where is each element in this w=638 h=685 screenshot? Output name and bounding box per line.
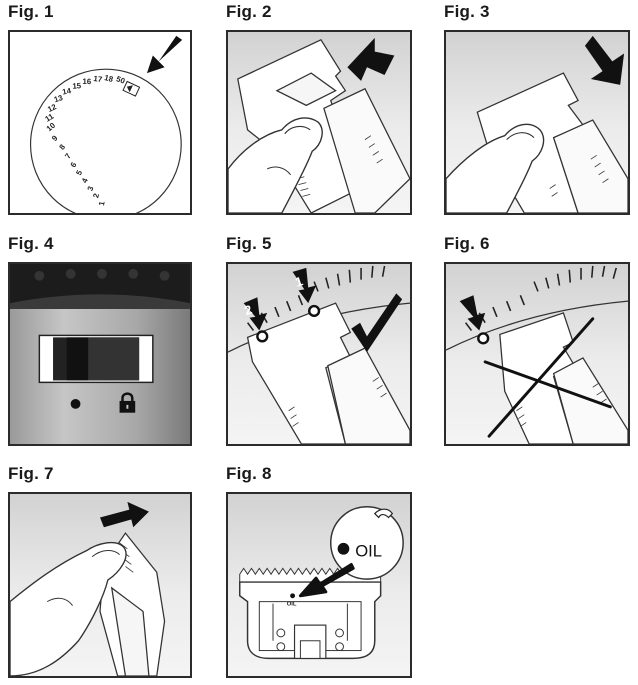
svg-text:13: 13 [53, 93, 65, 104]
arrow-icon [100, 501, 149, 528]
arrow-icon [584, 35, 625, 85]
svg-text:1: 1 [97, 200, 107, 206]
fig-5-caption: Fig. 5 [226, 234, 272, 253]
unlock-dot-icon [70, 399, 81, 409]
cross-icon [483, 317, 612, 438]
dial-tick-marks: 1 2 3 4 5 6 7 8 9 10 11 12 13 14 15 16 1… [43, 73, 126, 206]
clipper-blade [239, 581, 382, 660]
alignment-point-1 [307, 304, 321, 318]
arrow-icon [459, 295, 486, 331]
svg-text:18: 18 [103, 73, 114, 84]
blade-push-illustration [228, 37, 410, 213]
blade-slide-illustration [446, 35, 628, 213]
alignment-point [477, 332, 490, 345]
fig-8-caption: Fig. 8 [226, 464, 272, 483]
oil-bottle-icon [373, 508, 394, 519]
hand-outline [228, 117, 323, 213]
oil-callout-label: OIL [355, 542, 382, 561]
arrow-icon [298, 562, 355, 598]
fig-4-panel [8, 262, 192, 446]
svg-text:4: 4 [80, 176, 90, 184]
fig-4-caption: Fig. 4 [8, 234, 54, 253]
fig-7-panel [8, 492, 192, 678]
fig-3-panel [444, 30, 630, 215]
blade-oil-point [290, 593, 296, 599]
arrow-1-icon [292, 267, 317, 304]
blade-oiling-illustration: OIL OIL [239, 505, 404, 660]
arrow-2-icon [243, 297, 268, 331]
blade-oil-label: OIL [287, 602, 297, 608]
dial-illustration: 1 2 3 4 5 6 7 8 9 10 11 12 13 14 15 16 1… [29, 35, 183, 213]
blade-remove-illustration [10, 501, 166, 676]
lock-icon [119, 392, 136, 413]
hand-outline [446, 123, 545, 213]
fig-1-caption: Fig. 1 [8, 2, 54, 21]
svg-text:16: 16 [82, 77, 92, 86]
arrow-icon [347, 37, 395, 81]
marker-1-label: 1 [293, 273, 304, 289]
svg-text:15: 15 [72, 81, 82, 91]
svg-text:6: 6 [69, 160, 79, 169]
lock-switch-illustration [10, 264, 190, 444]
arrow-icon [146, 35, 183, 74]
fig-2-panel [226, 30, 412, 215]
svg-text:2: 2 [91, 192, 101, 199]
svg-text:9: 9 [50, 133, 60, 143]
fig-7-caption: Fig. 7 [8, 464, 54, 483]
dial-indicator-icon [122, 80, 141, 97]
oil-drop-icon [337, 542, 350, 555]
svg-text:5: 5 [74, 168, 84, 177]
svg-text:7: 7 [63, 152, 73, 161]
svg-text:14: 14 [62, 86, 73, 96]
svg-text:3: 3 [86, 184, 96, 192]
fig-8-panel: OIL OIL [226, 492, 412, 678]
hand-outline [10, 541, 127, 676]
fig-6-panel [444, 262, 630, 446]
marker-2-label: 2 [242, 302, 253, 318]
checkmark-icon [351, 293, 403, 353]
fig-5-panel: 2 1 [226, 262, 412, 446]
fig-1-panel: 1 2 3 4 5 6 7 8 9 10 11 12 13 14 15 16 1… [8, 30, 192, 215]
fig-6-caption: Fig. 6 [444, 234, 490, 253]
fig-2-caption: Fig. 2 [226, 2, 272, 21]
svg-text:8: 8 [57, 142, 67, 152]
svg-text:17: 17 [93, 74, 103, 84]
fig-3-caption: Fig. 3 [444, 2, 490, 21]
svg-text:50: 50 [115, 74, 127, 86]
alignment-point-2 [256, 330, 269, 343]
blade-alignment-correct-illustration: 2 1 [228, 265, 410, 444]
oil-callout-circle [330, 505, 404, 580]
blade-alignment-incorrect-illustration [446, 265, 628, 444]
